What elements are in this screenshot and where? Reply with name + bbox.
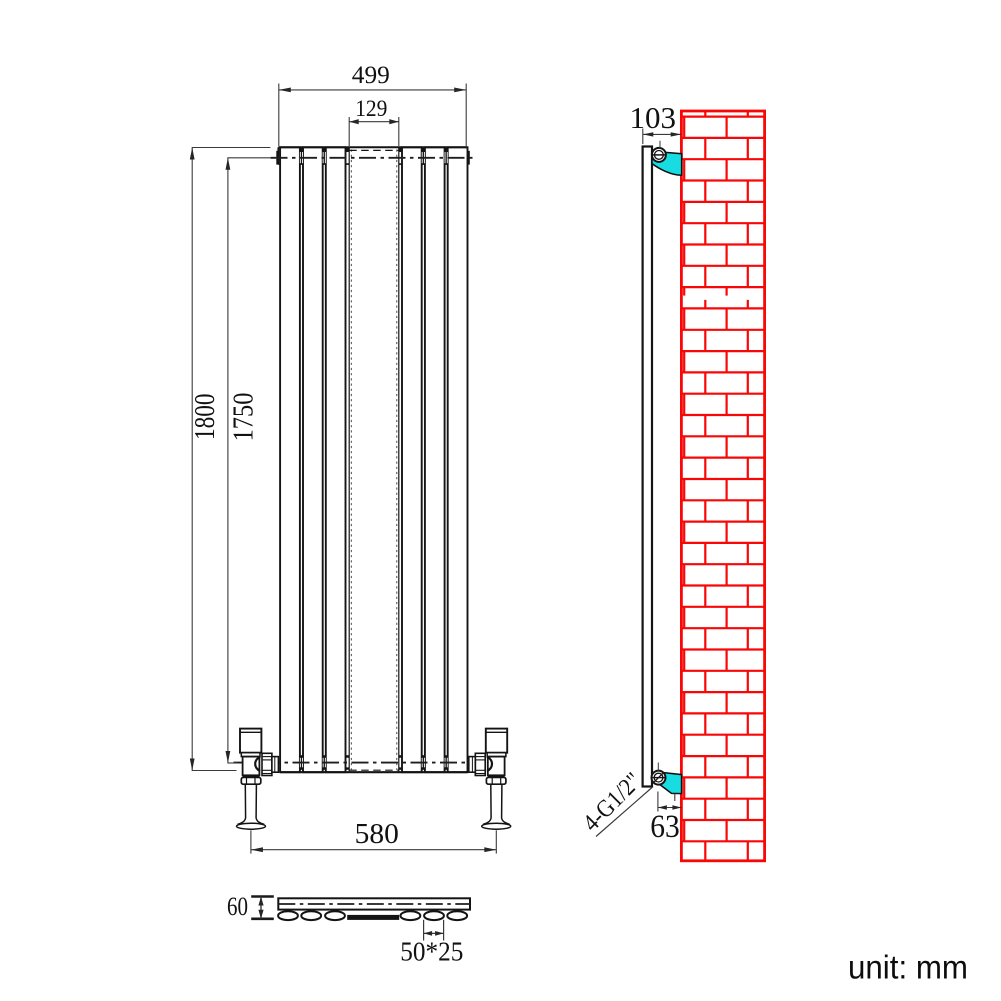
- svg-text:580: 580: [355, 818, 399, 850]
- svg-text:4-G1/2": 4-G1/2": [578, 767, 647, 836]
- svg-text:63: 63: [650, 809, 680, 845]
- svg-text:unit: mm: unit: mm: [848, 949, 968, 986]
- svg-text:1800: 1800: [190, 394, 221, 441]
- svg-text:1750: 1750: [229, 393, 260, 442]
- svg-text:50*25: 50*25: [400, 935, 463, 966]
- svg-text:129: 129: [355, 96, 387, 122]
- svg-text:103: 103: [630, 100, 677, 135]
- svg-text:499: 499: [352, 62, 390, 89]
- svg-text:60: 60: [227, 892, 248, 921]
